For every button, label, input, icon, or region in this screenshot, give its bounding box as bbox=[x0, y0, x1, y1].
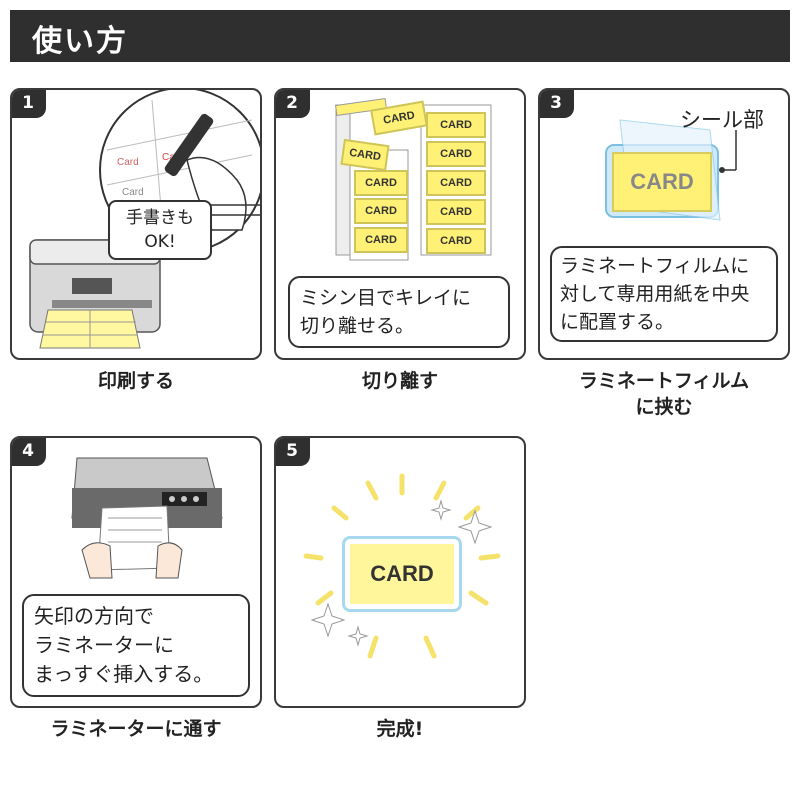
step-1-panel: Card Card Card 手書きも OK! 1 bbox=[10, 88, 262, 360]
step-5-number: 5 bbox=[276, 438, 310, 466]
step-3-number: 3 bbox=[540, 90, 574, 118]
step-1-caption: 印刷する bbox=[97, 370, 174, 392]
step-1-number: 1 bbox=[12, 90, 46, 118]
card-piece: CARD bbox=[426, 228, 486, 254]
step-4-caption: ラミネーターに通す bbox=[50, 718, 222, 740]
step-3-bubble: ラミネートフィルムに 対して専用用紙を中央 に配置する。 bbox=[550, 246, 778, 342]
step-2-bubble: ミシン目でキレイに 切り離せる。 bbox=[288, 276, 510, 348]
step-2-number: 2 bbox=[276, 90, 310, 118]
card-piece: CARD bbox=[426, 112, 486, 138]
card-piece: CARD bbox=[354, 170, 408, 196]
svg-text:Card: Card bbox=[117, 157, 139, 168]
step-3-caption: ラミネートフィルム に挟む bbox=[578, 370, 750, 418]
card-piece: CARD bbox=[426, 141, 486, 167]
svg-text:Card: Card bbox=[122, 187, 144, 198]
step-5-caption: 完成! bbox=[376, 718, 424, 740]
laminator-illustration bbox=[71, 457, 223, 579]
finished-card: CARD bbox=[350, 544, 454, 604]
step-2-panel: CARD CARD CARD CARD CARD CARD CARD CARD … bbox=[274, 88, 526, 360]
step-5-panel: CARD 5 bbox=[274, 436, 526, 708]
section-title: 使い方 bbox=[32, 24, 128, 59]
step-4-bubble: 矢印の方向で ラミネーターに まっすぐ挿入する。 bbox=[22, 594, 250, 697]
laminated-card: CARD bbox=[612, 152, 712, 212]
section-header: 使い方 bbox=[10, 10, 790, 62]
card-piece: CARD bbox=[426, 199, 486, 225]
step-4-panel: 矢印の方向で ラミネーターに まっすぐ挿入する。 4 bbox=[10, 436, 262, 708]
step-2-caption: 切り離す bbox=[361, 370, 438, 392]
laminate-border bbox=[342, 536, 462, 612]
card-piece: CARD bbox=[354, 198, 408, 224]
step-4-number: 4 bbox=[12, 438, 46, 466]
card-piece: CARD bbox=[354, 227, 408, 253]
step-3-panel: CARD シール部 ラミネートフィルムに 対して専用用紙を中央 に配置する。 3 bbox=[538, 88, 790, 360]
sparkle-rays bbox=[303, 473, 501, 659]
seal-label: シール部 bbox=[680, 108, 764, 132]
step-1-bubble: 手書きも OK! bbox=[108, 200, 212, 260]
card-piece: CARD bbox=[426, 170, 486, 196]
